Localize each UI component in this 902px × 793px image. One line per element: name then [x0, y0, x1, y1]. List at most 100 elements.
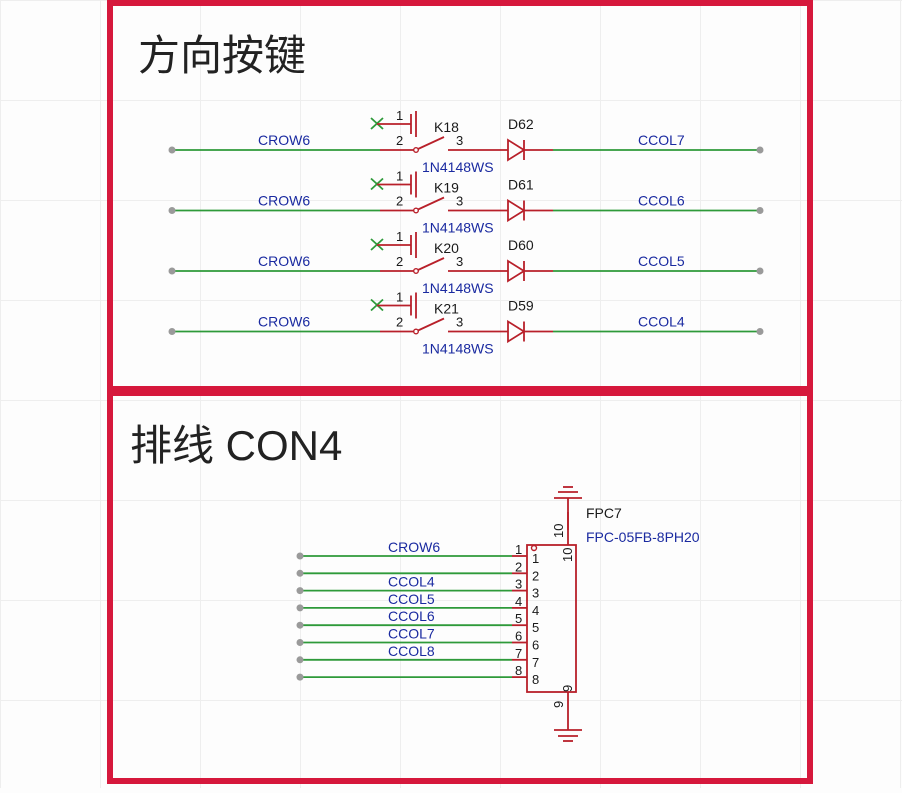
diode-ref: D62	[508, 116, 534, 132]
section-frame-connector	[107, 390, 813, 784]
pin-10-num-outer: 10	[551, 524, 566, 538]
wire-end	[296, 604, 304, 612]
col-net-label: CCOL6	[638, 193, 685, 209]
switch-pin3-num: 3	[456, 315, 463, 330]
pin-num-outer: 5	[515, 611, 522, 626]
connector-net-label: CCOL7	[388, 626, 435, 642]
switch-contact	[413, 268, 420, 275]
switch-pin3-num: 3	[456, 133, 463, 148]
wire-end-left	[168, 328, 176, 335]
connector-pins: 11CROW62233CCOL444CCOL555CCOL666CCOL777C…	[296, 539, 539, 687]
diode-symbol	[507, 138, 526, 162]
connector-part: FPC-05FB-8PH20	[586, 529, 700, 545]
pin-num-inner: 5	[532, 620, 539, 635]
connector-net-label: CCOL4	[388, 574, 435, 590]
switch-contact	[413, 328, 420, 335]
switch-pin2-num: 2	[396, 254, 403, 269]
pin-9-num-inner: 9	[560, 685, 575, 692]
row-net-label: CROW6	[258, 314, 310, 330]
pin-num-inner: 4	[532, 603, 539, 618]
switch-pin1-num: 1	[396, 229, 403, 244]
switch-contact	[413, 146, 420, 153]
connector-net-label: CROW6	[388, 539, 440, 555]
pin-num-inner: 6	[532, 638, 539, 653]
diode-part: 1N4148WS	[422, 220, 494, 236]
diode-symbol	[507, 319, 526, 344]
connector-net-label: CCOL6	[388, 608, 435, 624]
connector-net-label: CCOL8	[388, 643, 435, 659]
connector-pin: 33 CCOL4	[296, 574, 539, 601]
switch-pin1-num: 1	[396, 290, 403, 305]
switch-pin3-num: 3	[456, 254, 463, 269]
wire-end-left	[168, 207, 176, 214]
wire-end	[296, 587, 304, 595]
diode-symbol	[507, 198, 526, 223]
connector-pin: 77 CCOL8	[296, 643, 539, 670]
wire-end	[296, 569, 304, 577]
pin-num-outer: 3	[515, 577, 522, 592]
pin-num-inner: 3	[532, 586, 539, 601]
wire-end	[296, 656, 304, 664]
wire-end-right	[756, 267, 764, 275]
switch-lever	[417, 317, 445, 332]
pin-num-outer: 7	[515, 646, 522, 661]
connector-pin: 88	[296, 663, 539, 687]
wire-end	[296, 639, 304, 646]
col-net-label: CCOL7	[638, 132, 685, 148]
ground-symbol-bottom	[554, 729, 582, 742]
diode-part: 1N4148WS	[422, 159, 494, 175]
diode-symbol	[507, 259, 526, 283]
connector-net-label: CCOL5	[388, 591, 435, 607]
diode-ref: D61	[508, 177, 534, 193]
pin-num-outer: 2	[515, 559, 522, 574]
wire-end-right	[756, 328, 764, 335]
connector-pin: 55 CCOL6	[296, 608, 539, 635]
row-net-label: CROW6	[258, 253, 310, 269]
connector-ref: FPC7	[586, 505, 622, 521]
wire-end	[296, 621, 304, 629]
pin-num-outer: 1	[515, 542, 522, 557]
connector-pin: 44 CCOL5	[296, 591, 539, 618]
pin-num-inner: 1	[532, 551, 539, 566]
row-net-label: CROW6	[258, 132, 310, 148]
wire-end	[296, 673, 304, 681]
switch-lever	[417, 136, 445, 150]
section-frame-keys	[107, 0, 813, 392]
pin-num-outer: 6	[515, 629, 522, 644]
switch-pin2-num: 2	[396, 133, 403, 148]
connector-pin: 66 CCOL7	[296, 626, 539, 653]
switch-ref: K19	[434, 180, 459, 196]
wire-end-right	[756, 207, 764, 214]
diode-part: 1N4148WS	[422, 280, 494, 296]
switch-ref: K20	[434, 240, 459, 256]
wire-end-right	[756, 146, 764, 154]
connector-pin: 22	[296, 559, 539, 583]
switch-ref: K21	[434, 301, 459, 317]
diode-ref: D59	[508, 298, 534, 314]
fpc-connector[interactable]: 10 10 9 9 FPC7 FPC-05FB-8PH20 11CROW6223…	[296, 486, 700, 742]
switch-pin1-num: 1	[396, 169, 403, 184]
connector-body	[526, 544, 577, 693]
switch-lever	[417, 257, 445, 271]
switch-pin2-num: 2	[396, 194, 403, 209]
switch-pin3-num: 3	[456, 194, 463, 209]
pin-num-outer: 4	[515, 594, 522, 609]
diode-part: 1N4148WS	[422, 341, 494, 357]
section-title-connector: 排线 CON4	[130, 422, 342, 469]
wire-end	[296, 552, 304, 560]
pin-num-inner: 7	[532, 655, 539, 670]
wire-end-left	[168, 146, 176, 154]
pin-num-inner: 8	[532, 672, 539, 687]
col-net-label: CCOL4	[638, 314, 685, 330]
pin-9-num-outer: 9	[551, 701, 566, 708]
pin-num-inner: 2	[532, 568, 539, 583]
row-net-label: CROW6	[258, 193, 310, 209]
pin-num-outer: 8	[515, 663, 522, 678]
